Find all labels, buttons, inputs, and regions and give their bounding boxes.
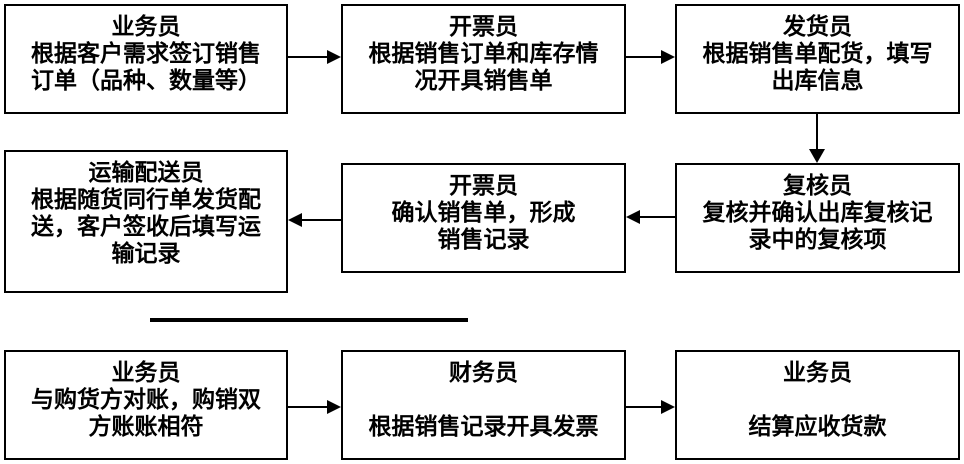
box-title: 开票员 <box>449 172 518 198</box>
separator-line <box>150 318 468 322</box>
box-body: 结算应收货款 <box>748 413 887 439</box>
arrow-head-right-icon <box>661 400 675 414</box>
arrow-line <box>288 56 329 58</box>
box-body: 与购货方对账，购销双 方账账相符 <box>31 386 261 439</box>
flow-box-salesperson-order: 业务员 根据客户需求签订销售 订单（品种、数量等） <box>4 4 288 114</box>
arrow-head-down-icon <box>809 149 825 163</box>
box-body: 复核并确认出库复核记 录中的复核项 <box>702 199 933 252</box>
box-title: 业务员 <box>783 359 852 385</box>
flow-box-salesperson-settle: 业务员 结算应收货款 <box>675 350 960 460</box>
arrow-head-left-icon <box>626 210 640 224</box>
box-title: 开票员 <box>449 13 518 39</box>
box-body: 确认销售单，形成 销售记录 <box>391 199 576 252</box>
box-title: 业务员 <box>111 13 181 39</box>
flow-box-transport-deliverer: 运输配送员 根据随货同行单发货配 送，客户签收后填写运 输记录 <box>4 150 288 293</box>
flow-box-accountant: 财务员 根据销售记录开具发票 <box>341 350 626 460</box>
flow-box-salesperson-reconcile: 业务员 与购货方对账，购销双 方账账相符 <box>4 350 288 460</box>
flow-box-invoicer-sales-record: 开票员 确认销售单，形成 销售记录 <box>341 163 626 273</box>
arrow-line <box>300 219 341 221</box>
flow-box-shipper: 发货员 根据销售单配货，填写 出库信息 <box>675 4 960 114</box>
arrow-head-right-icon <box>327 50 341 64</box>
box-title: 业务员 <box>111 359 181 385</box>
box-body: 根据客户需求签订销售 订单（品种、数量等） <box>31 40 261 93</box>
box-body: 根据销售单配货，填写 出库信息 <box>702 40 933 93</box>
arrow-line <box>626 406 663 408</box>
arrow-head-left-icon <box>288 213 302 227</box>
arrow-line <box>816 114 818 151</box>
arrow-line <box>626 56 663 58</box>
box-title: 运输配送员 <box>88 159 204 185</box>
flow-box-reviewer: 复核员 复核并确认出库复核记 录中的复核项 <box>675 163 960 273</box>
box-title: 财务员 <box>449 359 518 385</box>
arrow-head-right-icon <box>327 400 341 414</box>
arrow-line <box>638 216 675 218</box>
box-body: 根据销售记录开具发票 <box>368 413 599 439</box>
flow-box-invoicer-sales-slip: 开票员 根据销售订单和库存情 况开具销售单 <box>341 4 626 114</box>
arrow-head-right-icon <box>661 50 675 64</box>
box-title: 发货员 <box>783 13 852 39</box>
box-title: 复核员 <box>783 172 852 198</box>
box-body: 根据销售订单和库存情 况开具销售单 <box>368 40 599 93</box>
box-body: 根据随货同行单发货配 送，客户签收后填写运 输记录 <box>31 186 261 266</box>
arrow-line <box>288 406 329 408</box>
